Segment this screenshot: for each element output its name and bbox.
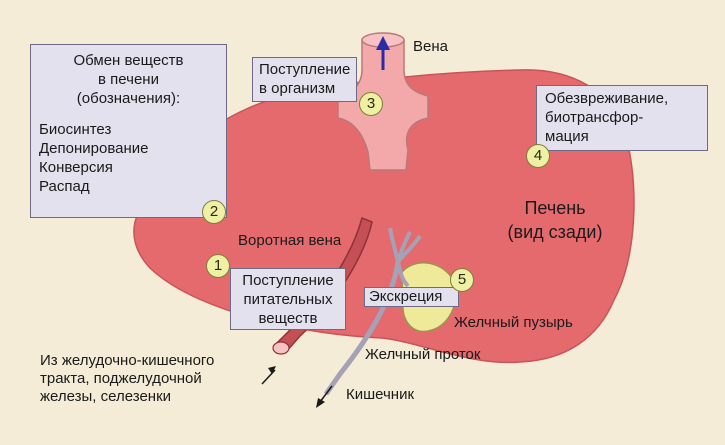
metabolism-legend-title: Обмен веществ в печени (обозначения): (39, 51, 218, 108)
outflow-intestine-arrow (319, 385, 333, 403)
legend-title-line: Обмен веществ (73, 52, 184, 69)
portal-vein-label: Воротная вена (238, 232, 342, 249)
outflow-intestine-arrow-head (316, 398, 325, 408)
outflow-arrow-head (376, 36, 390, 50)
source-label: Из желудочно-кишечного тракта, поджелудо… (40, 352, 214, 406)
source-line: железы, селезенки (40, 388, 172, 405)
inflow-arrow (261, 369, 276, 385)
portal-vein-opening (272, 341, 290, 355)
marker-4: 4 (526, 144, 550, 168)
detox-box: Обезвреживание, биотрансфор- мация (536, 85, 708, 151)
metabolism-item: Депонирование (39, 140, 149, 157)
metabolism-items: Биосинтез Депонирование Конверсия Распад (39, 120, 218, 196)
liver-label-line: (вид сзади) (507, 222, 603, 242)
nutrients-line: Поступление (242, 272, 334, 289)
vein-label: Вена (413, 38, 448, 55)
excretion-box: Экскреция (364, 287, 459, 307)
marker-2: 2 (202, 200, 226, 224)
detox-line: биотрансфор- (545, 109, 644, 126)
source-line: Из желудочно-кишечного (40, 352, 215, 369)
entry-box: Поступление в организм (252, 57, 357, 102)
detox-line: Обезвреживание, (545, 90, 669, 107)
metabolism-item: Конверсия (39, 159, 113, 176)
metabolism-legend-box: Обмен веществ в печени (обозначения): Би… (30, 44, 227, 218)
inflow-arrow-head (268, 366, 276, 374)
legend-title-line: (обозначения): (76, 90, 181, 107)
detox-line: мация (545, 128, 589, 145)
marker-1: 1 (206, 254, 230, 278)
hepatic-ducts (388, 227, 422, 264)
bile-duct (323, 261, 401, 396)
nutrients-line: веществ (258, 310, 318, 327)
gallbladder-label: Желчный пузырь (454, 314, 573, 331)
metabolism-item: Распад (39, 178, 90, 195)
marker-5: 5 (450, 268, 474, 292)
legend-title-line: в печени (98, 71, 159, 88)
liver-label: Печень (вид сзади) (480, 196, 630, 244)
liver-label-line: Печень (524, 198, 586, 218)
intestine-label: Кишечник (346, 386, 415, 403)
metabolism-item: Биосинтез (39, 121, 112, 138)
entry-line: в организм (259, 80, 336, 97)
marker-3: 3 (359, 92, 383, 116)
nutrients-line: питательных (243, 291, 333, 308)
nutrients-box: Поступление питательных веществ (230, 268, 346, 330)
entry-line: Поступление (259, 61, 351, 78)
source-line: тракта, поджелудочной (40, 370, 202, 387)
bile-duct-label: Желчный проток (365, 346, 481, 363)
